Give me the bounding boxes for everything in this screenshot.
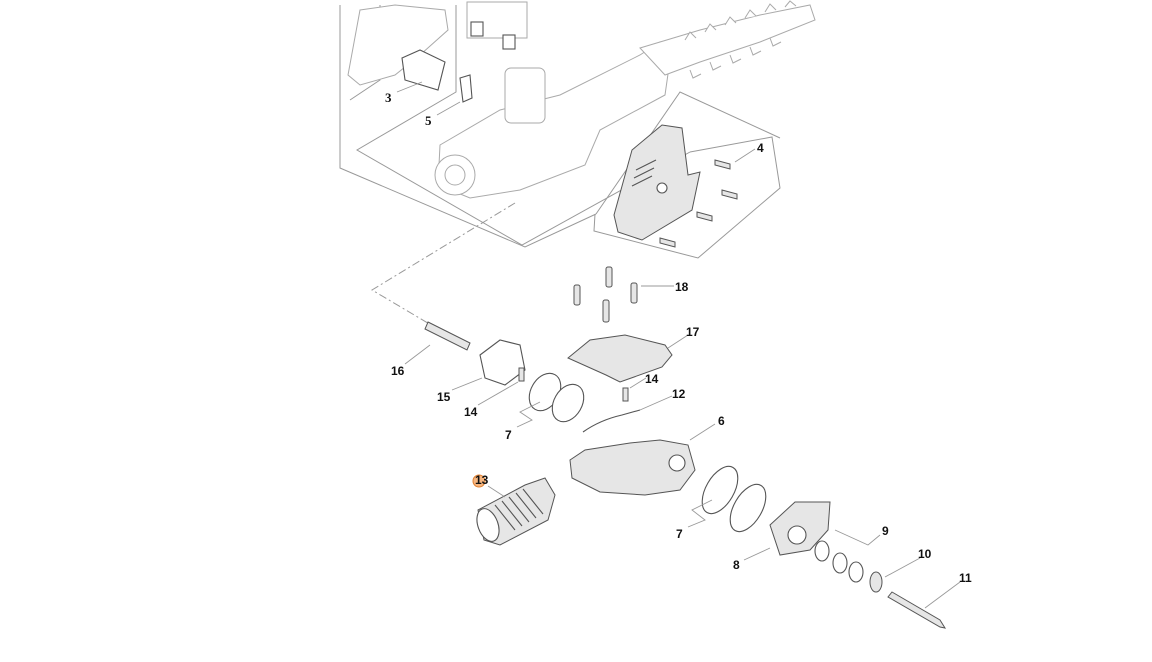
motor-housing-assembly [347, 0, 816, 199]
screw-14 [518, 367, 525, 382]
part-16-pin [424, 321, 471, 351]
label-3[interactable]: 3 [385, 90, 392, 105]
part-5-switch [459, 74, 473, 103]
label-5[interactable]: 5 [425, 113, 432, 128]
leader-lines [396, 81, 961, 609]
part-17-clamp [567, 334, 673, 383]
part-6-gear-housing [569, 439, 696, 496]
label-6[interactable]: 6 [718, 414, 725, 428]
label-15[interactable]: 15 [437, 390, 451, 404]
part-13-bellows [476, 477, 556, 546]
part-12-sensor [582, 409, 641, 433]
label-14[interactable]: 14 [464, 405, 478, 419]
part-15-bracket [479, 339, 526, 386]
part-4-cover [613, 124, 738, 248]
label-17[interactable]: 17 [686, 325, 700, 339]
label-11[interactable]: 11 [959, 571, 972, 585]
label-16[interactable]: 16 [391, 364, 405, 378]
ring-7c [701, 465, 739, 515]
label-7[interactable]: 7 [505, 428, 512, 442]
ring-7b [551, 383, 585, 423]
part-3-gasket [401, 49, 446, 91]
ring-7d [729, 483, 767, 533]
assembly-frames [339, 5, 781, 346]
screws-4 [659, 159, 738, 248]
label-13[interactable]: 13 [475, 473, 489, 487]
label-18[interactable]: 18 [675, 280, 689, 294]
part-labels: 3 5 4 18 17 16 15 14 14 12 7 6 13 7 9 8 … [385, 90, 972, 585]
label-12[interactable]: 12 [672, 387, 686, 401]
label-8[interactable]: 8 [733, 558, 740, 572]
washers-9 [814, 540, 864, 583]
screw-14b [622, 387, 629, 402]
label-9[interactable]: 9 [882, 524, 889, 538]
label-14b[interactable]: 14 [645, 372, 659, 386]
label-4[interactable]: 4 [757, 141, 764, 155]
hotspot-marker[interactable] [472, 474, 486, 488]
label-7b[interactable]: 7 [676, 527, 683, 541]
part-11-bolt [887, 591, 947, 629]
label-10[interactable]: 10 [918, 547, 932, 561]
washer-10 [869, 571, 883, 593]
screws-18 [573, 266, 638, 323]
